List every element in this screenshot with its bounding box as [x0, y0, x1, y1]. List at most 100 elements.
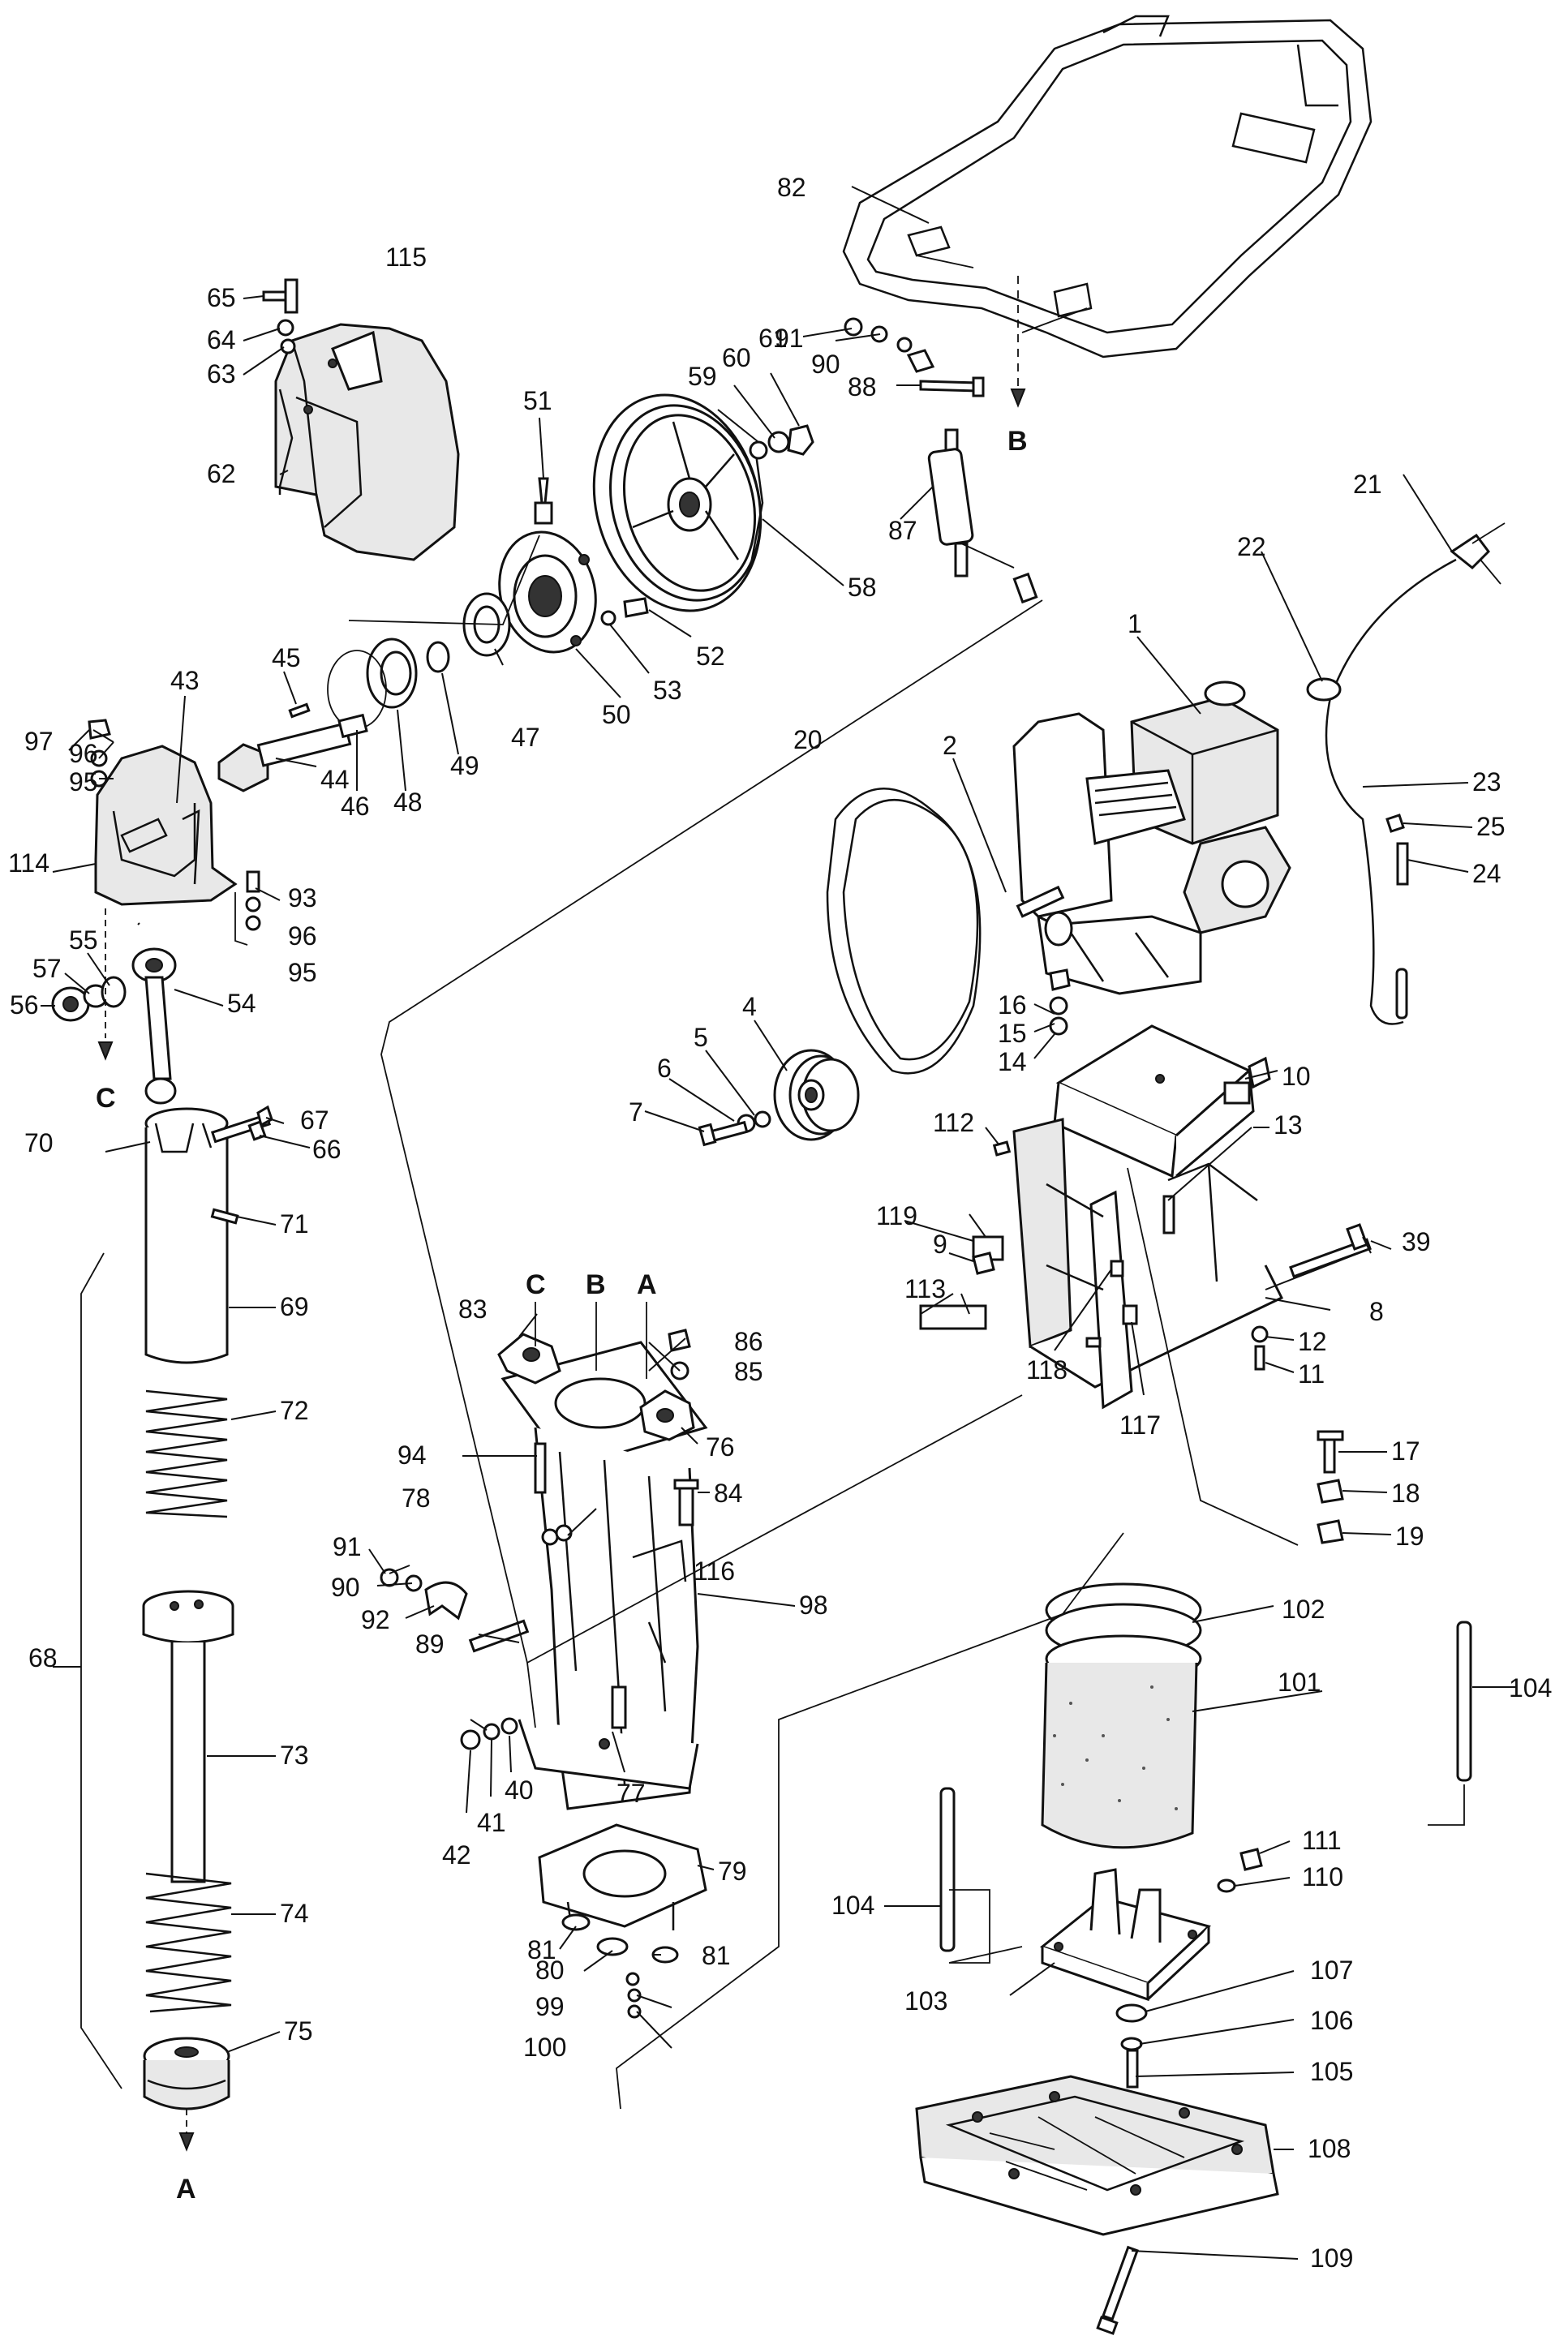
callout-77: 77 — [616, 1779, 646, 1808]
callout-59: 59 — [688, 362, 717, 391]
ring-49 — [426, 641, 450, 673]
cover-bolt — [262, 278, 299, 354]
bolt-52-53 — [600, 597, 649, 626]
callout-7: 7 — [629, 1097, 643, 1127]
callout-43: 43 — [170, 666, 200, 695]
spring-74 — [145, 1872, 232, 2013]
callout-47: 47 — [511, 723, 540, 752]
callout-9: 9 — [933, 1230, 947, 1259]
callout-56: 56 — [10, 990, 39, 1020]
washers-80-81 — [561, 1913, 679, 1964]
nuts-40-42 — [460, 1717, 518, 1750]
callout-109: 109 — [1310, 2243, 1353, 2273]
callout-104b: 104 — [1509, 1673, 1552, 1702]
c-arrow-head — [97, 1041, 114, 1061]
callout-54: 54 — [227, 989, 256, 1018]
shock-absorber — [927, 428, 1038, 604]
callout-106: 106 — [1310, 2006, 1353, 2035]
callout-96b: 96 — [288, 921, 317, 951]
callout-49: 49 — [450, 751, 479, 780]
pulley-bolt-7 — [698, 1110, 771, 1147]
callout-97: 97 — [24, 727, 54, 756]
belt-cover — [274, 323, 460, 561]
callout-53: 53 — [653, 676, 682, 705]
callout-41: 41 — [477, 1808, 506, 1837]
callout-42: 42 — [442, 1840, 471, 1870]
callout-58: 58 — [848, 573, 877, 602]
callout-72: 72 — [280, 1396, 309, 1425]
pulley-washers — [749, 424, 814, 460]
callout-61: 61 — [758, 324, 788, 353]
callout-101: 101 — [1278, 1668, 1321, 1697]
v-belts — [826, 788, 982, 1075]
callout-70: 70 — [24, 1128, 54, 1157]
bolts-17-19 — [1317, 1430, 1344, 1544]
guide-rod-73 — [142, 1590, 234, 1883]
bolt-39 — [1289, 1223, 1372, 1278]
clamp-83 — [497, 1333, 561, 1385]
callout-91a: 91 — [775, 324, 804, 353]
callout-65: 65 — [207, 283, 236, 312]
callout-labels: 1 2 4 5 6 7 8 9 10 11 12 13 14 15 16 17 … — [8, 173, 1552, 2273]
pin-71 — [210, 1208, 239, 1225]
callout-44: 44 — [320, 765, 350, 794]
bearing-housing — [498, 477, 597, 654]
handle-bolts — [844, 317, 985, 397]
callout-79: 79 — [718, 1857, 747, 1886]
callout-82: 82 — [777, 173, 806, 202]
callout-85: 85 — [734, 1357, 763, 1386]
callout-100: 100 — [523, 2033, 566, 2062]
callout-48: 48 — [393, 788, 423, 817]
bolts-11-12 — [1251, 1325, 1269, 1371]
lower-housing — [500, 1341, 708, 1810]
callout-22: 22 — [1237, 532, 1266, 561]
callout-95b: 95 — [288, 958, 317, 987]
callout-90b: 90 — [331, 1573, 360, 1602]
callout-108: 108 — [1308, 2134, 1351, 2163]
handle-frame — [842, 15, 1373, 408]
callout-119: 119 — [876, 1201, 917, 1230]
callout-60: 60 — [722, 343, 751, 372]
callout-93: 93 — [288, 883, 317, 912]
cover-leader — [348, 535, 540, 625]
assembly-leaders — [380, 599, 1124, 2110]
rod-104-left — [939, 1787, 956, 1952]
section-mark-c-arrow: C — [96, 1083, 116, 1114]
callout-81a: 81 — [527, 1935, 556, 1964]
large-pulley — [592, 393, 764, 612]
callout-19: 19 — [1395, 1522, 1424, 1551]
callout-87: 87 — [888, 516, 917, 545]
callout-64: 64 — [207, 325, 236, 354]
nut-85-86 — [668, 1329, 691, 1380]
foot-75 — [143, 2037, 230, 2110]
callout-16: 16 — [998, 990, 1027, 1020]
key-45 — [288, 702, 311, 719]
callout-10: 10 — [1282, 1062, 1311, 1091]
callout-114: 114 — [8, 848, 49, 878]
base-103 — [1039, 1868, 1211, 2002]
callout-25: 25 — [1476, 812, 1506, 841]
callout-103: 103 — [904, 1986, 947, 2016]
section-mark-b-arrow: B — [1007, 426, 1028, 457]
callout-110: 110 — [1302, 1862, 1343, 1891]
callout-81b: 81 — [702, 1941, 731, 1970]
callout-11: 11 — [1298, 1359, 1325, 1389]
callout-66: 66 — [312, 1135, 342, 1164]
piston-cylinder-69 — [144, 1107, 229, 1364]
callout-71: 71 — [280, 1209, 309, 1239]
bearing-48 — [366, 638, 418, 709]
cable-spring-24-25 — [1385, 814, 1409, 886]
throttle-cable — [1306, 522, 1506, 1025]
callout-73: 73 — [280, 1741, 309, 1770]
spring-72 — [145, 1389, 228, 1518]
guard-79 — [538, 1823, 707, 1931]
section-mark-c-top: C — [526, 1269, 546, 1300]
callout-2: 2 — [943, 731, 957, 760]
callout-115: 115 — [385, 243, 427, 272]
engine-base — [1012, 1024, 1284, 1410]
rod-104-right — [1456, 1621, 1472, 1782]
seal-and-pin — [51, 976, 127, 1022]
clamp-92 — [380, 1568, 530, 1653]
callout-74: 74 — [280, 1899, 309, 1928]
engine-nuts — [1049, 968, 1071, 1036]
